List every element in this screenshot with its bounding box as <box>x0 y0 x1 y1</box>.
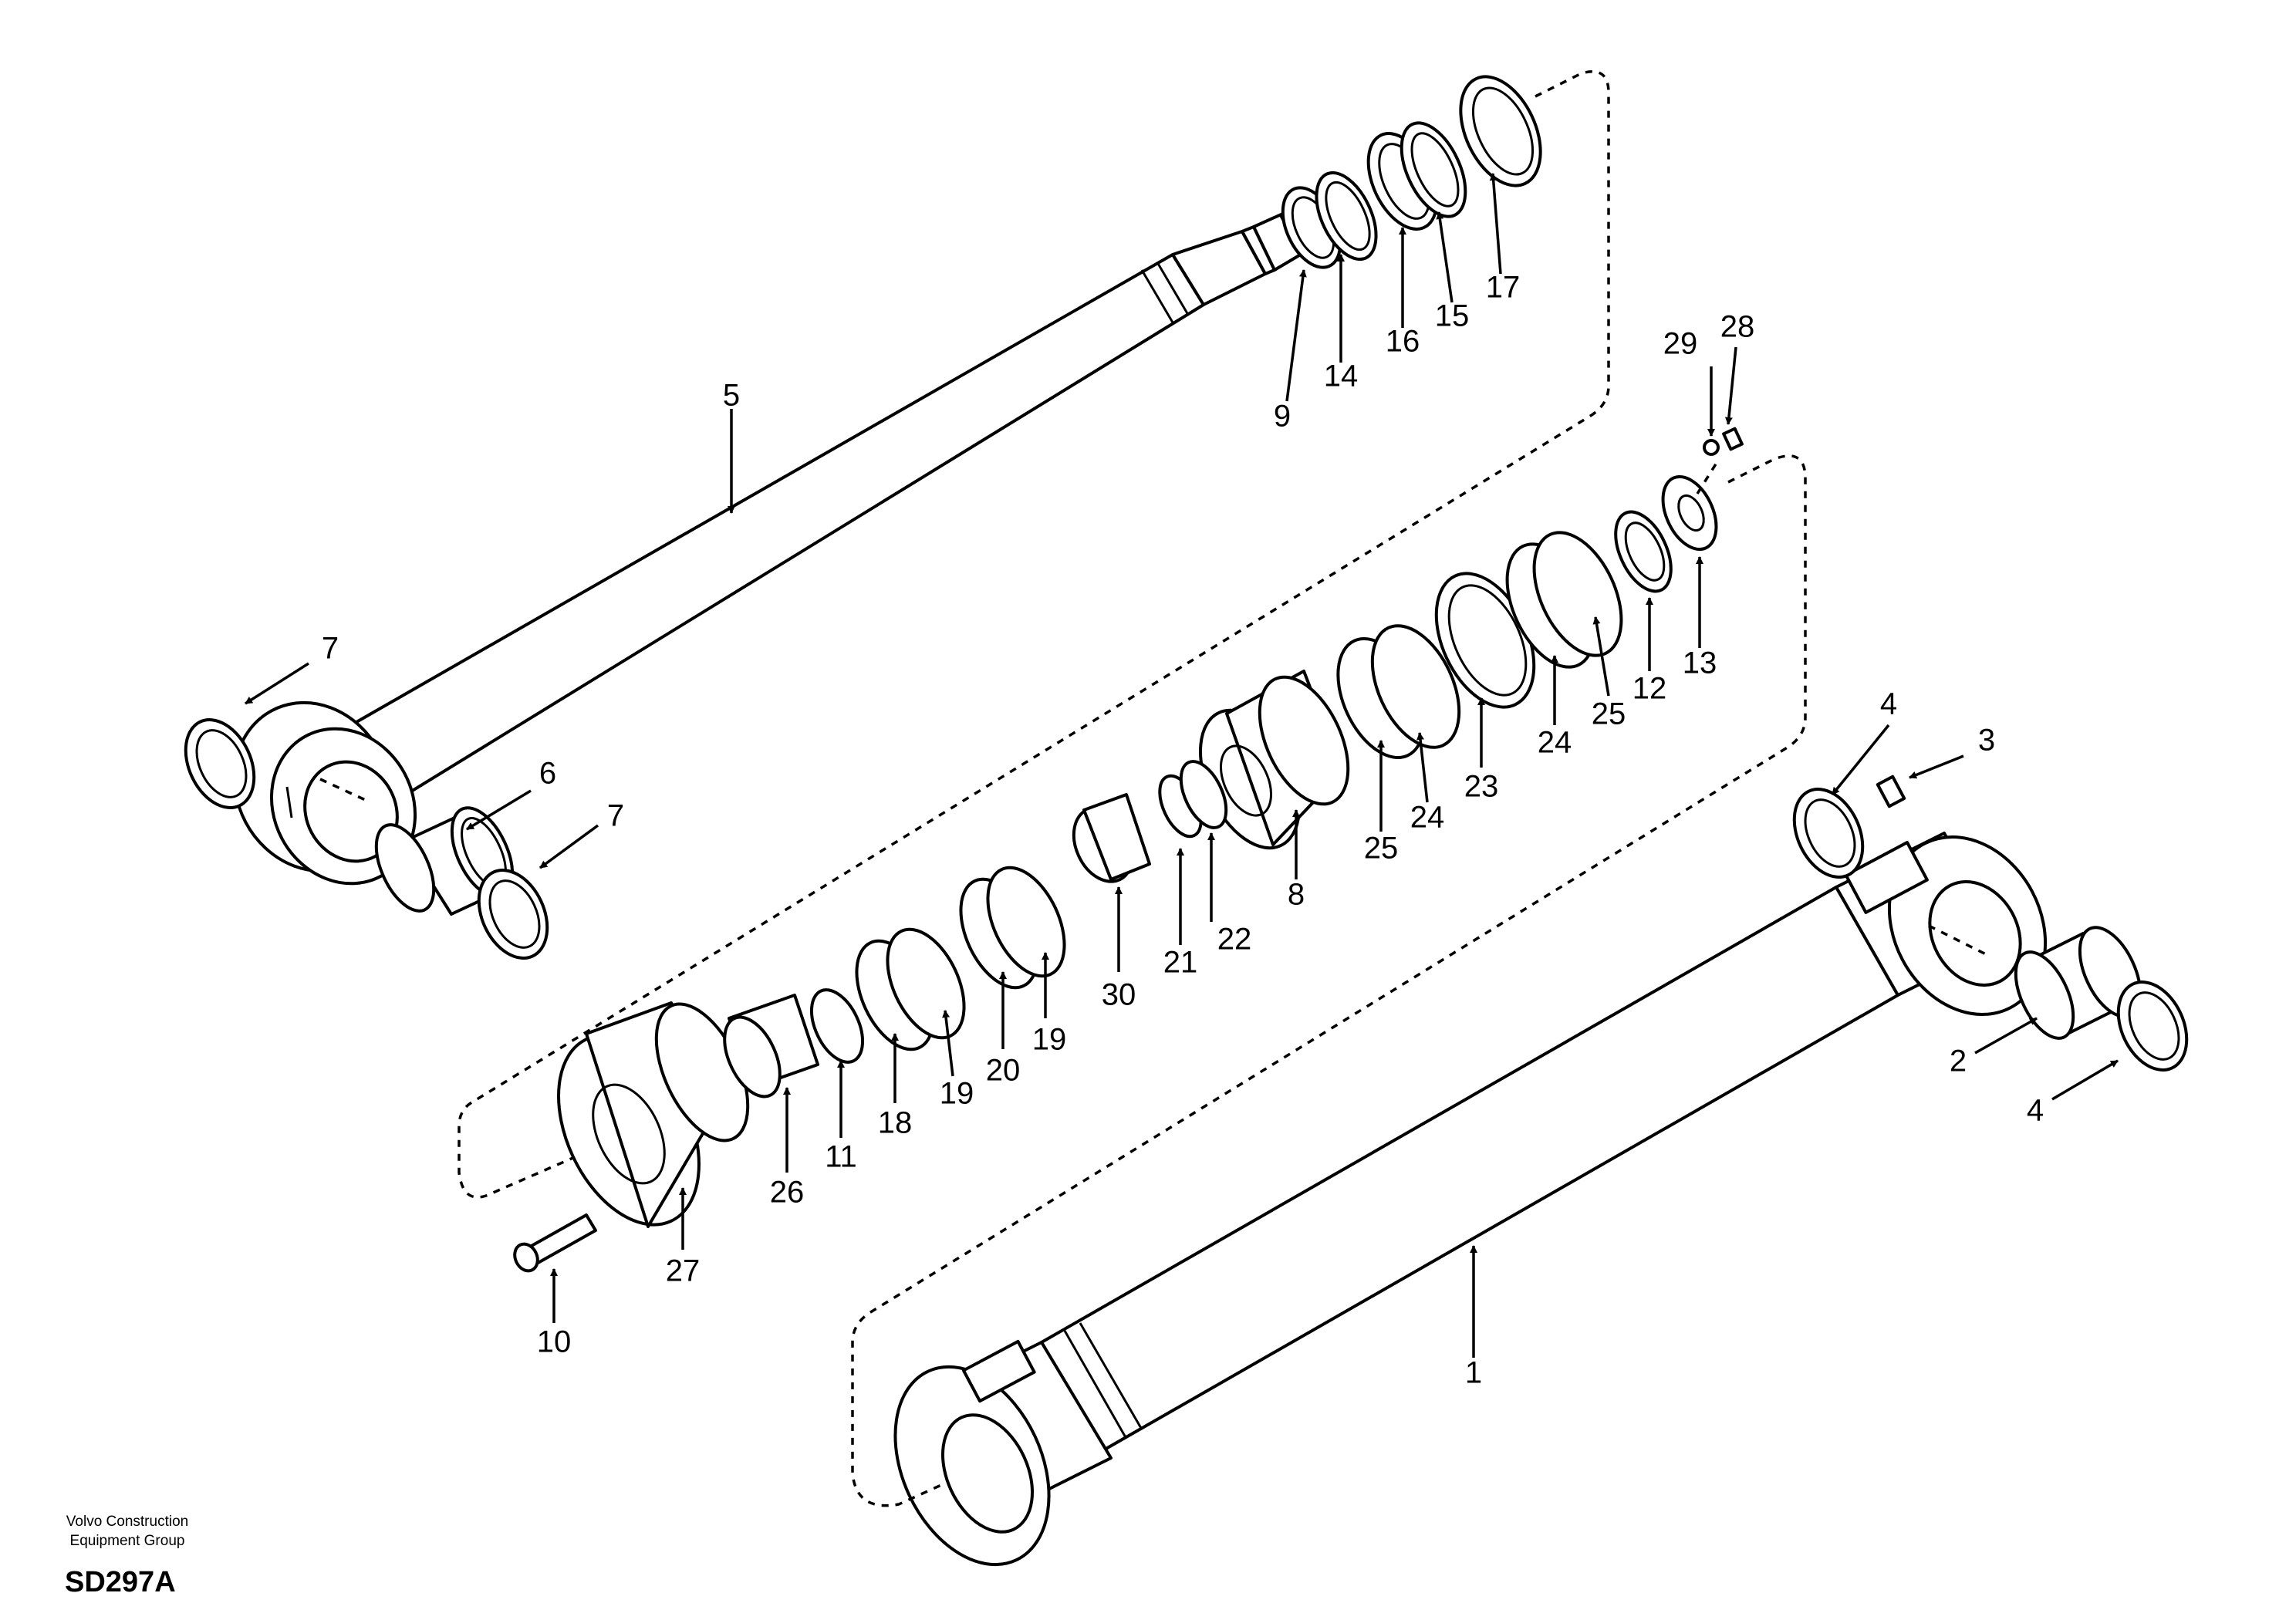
tube-end-bushing-and-seals <box>1792 775 2189 1072</box>
callout-4-top: 4 <box>1880 687 1897 721</box>
callout-24-left: 24 <box>1410 801 1445 835</box>
callout-28: 28 <box>1720 310 1755 344</box>
callout-4-bottom: 4 <box>2027 1094 2044 1128</box>
callout-12: 12 <box>1633 672 1667 706</box>
callout-22: 22 <box>1217 923 1252 957</box>
callout-2: 2 <box>1950 1045 1967 1078</box>
callout-27: 27 <box>666 1254 701 1288</box>
cylinder-head-assembly <box>513 866 1066 1273</box>
callout-5: 5 <box>723 379 740 413</box>
callout-14: 14 <box>1324 359 1359 393</box>
rod-end-seal-rings <box>1281 75 1542 269</box>
callout-10: 10 <box>537 1325 572 1359</box>
callouts: 5 9 14 16 15 17 7 6 7 29 28 13 12 25 24 … <box>245 173 2119 1390</box>
callout-20: 20 <box>986 1054 1021 1088</box>
callout-25-left: 25 <box>1364 832 1399 866</box>
callout-16: 16 <box>1386 325 1420 359</box>
callout-13: 13 <box>1683 646 1717 680</box>
rod-eye-bushing-and-seals <box>184 718 549 960</box>
company-name: Volvo Construction Equipment Group <box>66 1514 189 1549</box>
callout-29: 29 <box>1663 327 1698 361</box>
callout-15: 15 <box>1435 299 1470 333</box>
callout-19-left: 19 <box>940 1077 974 1111</box>
callout-6: 6 <box>539 757 556 791</box>
callout-1: 1 <box>1465 1356 1482 1390</box>
callout-3: 3 <box>1978 724 1995 758</box>
callout-17: 17 <box>1486 271 1521 305</box>
callout-11: 11 <box>825 1140 857 1174</box>
cylinder-tube <box>893 832 2048 1567</box>
callout-24-right: 24 <box>1538 726 1572 760</box>
callout-8: 8 <box>1288 878 1305 912</box>
callout-7-bottom: 7 <box>607 799 624 833</box>
callout-21: 21 <box>1163 946 1198 980</box>
callout-7-top: 7 <box>322 632 339 666</box>
piston-assembly <box>1072 427 1744 883</box>
callout-23: 23 <box>1464 770 1499 804</box>
callout-9: 9 <box>1274 400 1291 434</box>
callout-30: 30 <box>1102 978 1136 1012</box>
drawing-code: SD297A <box>65 1566 176 1598</box>
assembly-lines <box>319 70 1991 1507</box>
piston-rod <box>232 197 1335 886</box>
callout-19-right: 19 <box>1032 1023 1067 1057</box>
callout-25-right: 25 <box>1592 697 1626 731</box>
callout-26: 26 <box>770 1176 805 1210</box>
callout-18: 18 <box>878 1106 913 1140</box>
